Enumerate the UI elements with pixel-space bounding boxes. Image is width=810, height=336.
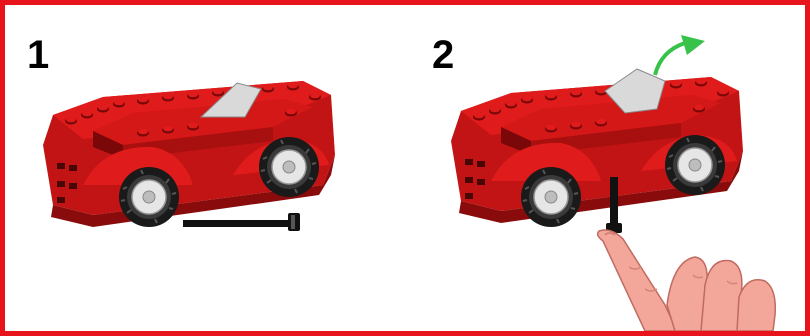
car-model-step-1	[43, 81, 335, 227]
rear-wheel	[259, 137, 319, 197]
front-wheel	[119, 167, 179, 227]
front-wheel	[521, 167, 581, 227]
rotate-arrow-icon	[655, 35, 705, 75]
rear-wheel	[665, 135, 725, 195]
instruction-illustration	[5, 5, 805, 331]
pointing-hand	[598, 230, 776, 331]
car-model-step-2	[451, 69, 743, 227]
axle-pin	[183, 213, 300, 231]
